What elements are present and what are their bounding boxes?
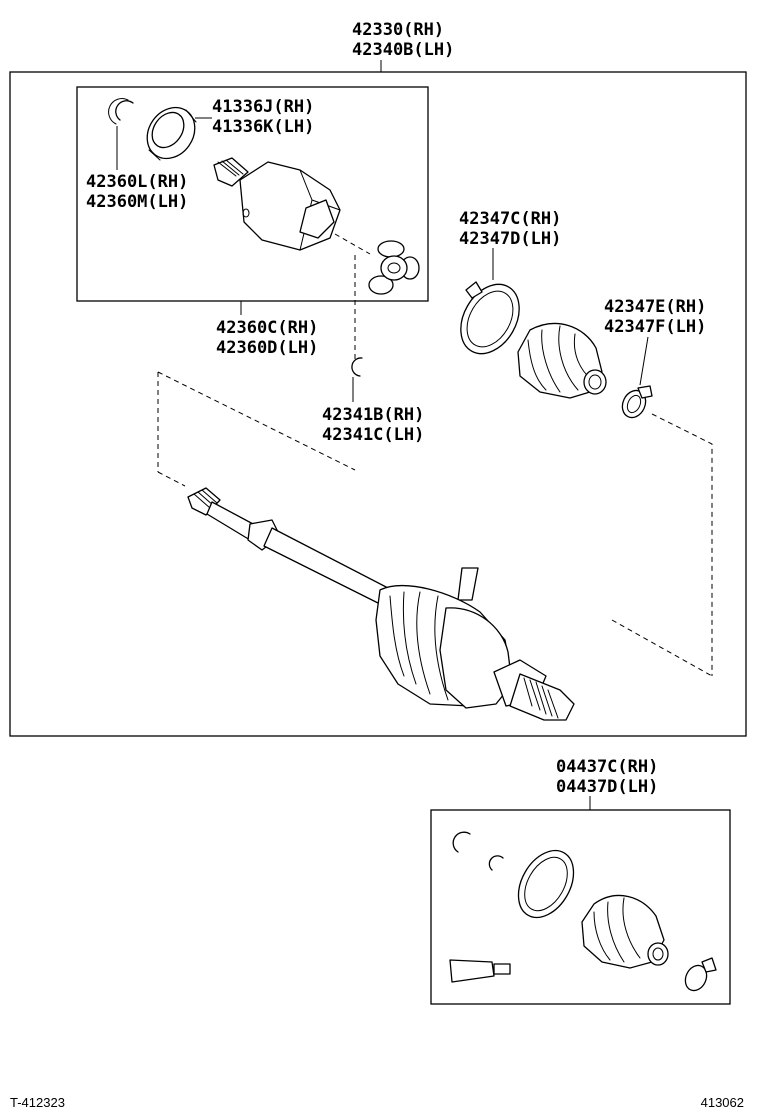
snap-ring-label[interactable]: 42341B(RH) 42341C(LH) xyxy=(322,405,424,445)
main-assembly-label-lh: 42340B(LH) xyxy=(352,40,454,60)
seal-label-rh: 41336J(RH) xyxy=(212,97,314,117)
inboard-joint-housing-part[interactable] xyxy=(213,157,341,251)
snap-ring-outer-part[interactable] xyxy=(115,100,134,121)
inboard-joint-frame xyxy=(76,86,429,302)
shaft-guide-lower xyxy=(157,471,186,487)
main-assembly-frame xyxy=(9,71,747,737)
snap-ring-outer-edge xyxy=(108,98,129,125)
main-assembly-label-rh: 42330(RH) xyxy=(352,20,444,40)
seal-label[interactable]: 41336J(RH) 41336K(LH) xyxy=(212,97,314,137)
snap-ring-label-rh: 42341B(RH) xyxy=(322,405,424,425)
snap-ring-outer-label[interactable]: 42360L(RH) 42360M(LH) xyxy=(86,172,188,212)
boot-kit-label[interactable]: 04437C(RH) 04437D(LH) xyxy=(556,757,658,797)
boot-clamp-small-part[interactable] xyxy=(618,385,653,421)
boot-clamp-small-label-rh: 42347E(RH) xyxy=(604,297,706,317)
snap-ring-outer-label-lh: 42360M(LH) xyxy=(86,192,188,212)
outboard-joint-part[interactable] xyxy=(375,584,575,721)
kit-boot-clamp-large-part[interactable] xyxy=(507,841,585,927)
boot-clamp-large-part[interactable] xyxy=(449,274,531,364)
footer-right-code: 413062 xyxy=(701,1095,744,1110)
inboard-joint-label-rh: 42360C(RH) xyxy=(216,318,318,338)
drive-shaft-part[interactable] xyxy=(187,487,479,605)
kit-boot-part[interactable] xyxy=(581,894,669,969)
boot-clamp-large-label-rh: 42347C(RH) xyxy=(459,209,561,229)
boot-kit-label-lh: 04437D(LH) xyxy=(556,777,658,797)
snap-ring-label-lh: 42341C(LH) xyxy=(322,425,424,445)
boot-clamp-small-leader xyxy=(639,336,649,386)
seal-part[interactable] xyxy=(137,98,204,167)
boot-kit-label-rh: 04437C(RH) xyxy=(556,757,658,777)
main-assembly-label[interactable]: 42330(RH) 42340B(LH) xyxy=(352,20,454,60)
boot-kit-frame xyxy=(430,809,731,1005)
inboard-joint-label[interactable]: 42360C(RH) 42360D(LH) xyxy=(216,318,318,358)
tripod-part[interactable] xyxy=(368,240,420,295)
snap-ring-outer-label-rh: 42360L(RH) xyxy=(86,172,188,192)
kit-boot-clamp-small-part[interactable] xyxy=(681,957,717,994)
boot-part[interactable] xyxy=(517,322,607,399)
seal-label-lh: 41336K(LH) xyxy=(212,117,314,137)
boot-clamp-large-label-lh: 42347D(LH) xyxy=(459,229,561,249)
kit-snap-ring-outer-part[interactable] xyxy=(452,831,471,853)
inboard-joint-label-lh: 42360D(LH) xyxy=(216,338,318,358)
shaft-assembly-guide xyxy=(157,371,713,677)
snap-ring-part[interactable] xyxy=(351,357,363,377)
joint-to-tripod-guide xyxy=(334,233,371,255)
kit-grease-tube-part[interactable] xyxy=(449,959,511,983)
footer-left-code: T-412323 xyxy=(10,1095,65,1110)
boot-clamp-small-label[interactable]: 42347E(RH) 42347F(LH) xyxy=(604,297,706,337)
boot-clamp-small-label-lh: 42347F(LH) xyxy=(604,317,706,337)
shaft-guide-hidden xyxy=(355,444,712,470)
boot-clamp-large-label[interactable]: 42347C(RH) 42347D(LH) xyxy=(459,209,561,249)
kit-snap-ring-part[interactable] xyxy=(488,855,504,871)
